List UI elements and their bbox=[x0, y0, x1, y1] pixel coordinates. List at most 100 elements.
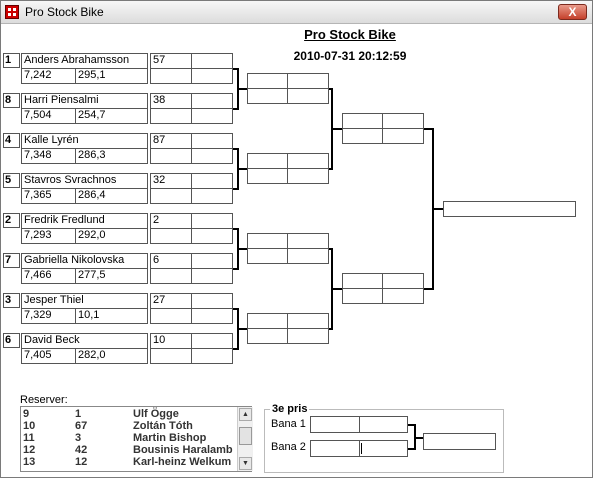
elapsed-time[interactable]: 7,365 bbox=[21, 188, 76, 204]
qf-cell[interactable] bbox=[247, 328, 288, 344]
reserve-name: Bousinis Haralamb bbox=[133, 444, 233, 456]
result-cell[interactable] bbox=[191, 253, 233, 269]
result-cell[interactable] bbox=[191, 173, 233, 189]
bracket-line bbox=[233, 148, 239, 150]
qf-cell[interactable] bbox=[287, 328, 329, 344]
qf-cell[interactable] bbox=[287, 248, 329, 264]
sf-cell[interactable] bbox=[382, 128, 424, 144]
top-speed[interactable]: 282,0 bbox=[75, 348, 148, 364]
sf-cell[interactable] bbox=[342, 288, 383, 304]
driver-name[interactable]: Jesper Thiel bbox=[21, 293, 148, 309]
sf-cell[interactable] bbox=[342, 273, 383, 289]
qf-cell[interactable] bbox=[247, 233, 288, 249]
bracket-line bbox=[408, 448, 416, 450]
sf-cell[interactable] bbox=[382, 273, 424, 289]
sf-cell[interactable] bbox=[382, 288, 424, 304]
car-number[interactable]: 6 bbox=[150, 253, 192, 269]
sf-cell[interactable] bbox=[342, 128, 383, 144]
top-speed[interactable]: 286,4 bbox=[75, 188, 148, 204]
result-cell[interactable] bbox=[191, 108, 233, 124]
result-cell[interactable] bbox=[191, 293, 233, 309]
result-cell[interactable] bbox=[150, 108, 192, 124]
qf-cell[interactable] bbox=[247, 313, 288, 329]
qf-cell[interactable] bbox=[247, 73, 288, 89]
qf-cell[interactable] bbox=[287, 153, 329, 169]
result-cell[interactable] bbox=[191, 188, 233, 204]
third-place-winner-cell[interactable] bbox=[423, 433, 496, 450]
driver-name[interactable]: Stavros Svrachnos bbox=[21, 173, 148, 189]
result-cell[interactable] bbox=[150, 308, 192, 324]
result-cell[interactable] bbox=[191, 148, 233, 164]
sf-cell[interactable] bbox=[382, 113, 424, 129]
scroll-thumb[interactable] bbox=[239, 427, 252, 445]
qf-cell[interactable] bbox=[247, 88, 288, 104]
elapsed-time[interactable]: 7,293 bbox=[21, 228, 76, 244]
scroll-down-icon[interactable]: ▼ bbox=[239, 457, 252, 470]
driver-name[interactable]: David Beck bbox=[21, 333, 148, 349]
qf-cell[interactable] bbox=[247, 248, 288, 264]
car-number[interactable]: 32 bbox=[150, 173, 192, 189]
top-speed[interactable]: 295,1 bbox=[75, 68, 148, 84]
elapsed-time[interactable]: 7,405 bbox=[21, 348, 76, 364]
qf-cell[interactable] bbox=[287, 233, 329, 249]
top-speed[interactable]: 10,1 bbox=[75, 308, 148, 324]
result-cell[interactable] bbox=[191, 53, 233, 69]
driver-name[interactable]: Anders Abrahamsson bbox=[21, 53, 148, 69]
result-cell[interactable] bbox=[150, 348, 192, 364]
driver-name[interactable]: Fredrik Fredlund bbox=[21, 213, 148, 229]
sf-cell[interactable] bbox=[342, 113, 383, 129]
top-speed[interactable]: 286,3 bbox=[75, 148, 148, 164]
final-winner-cell[interactable] bbox=[443, 201, 576, 217]
result-cell[interactable] bbox=[191, 308, 233, 324]
car-number[interactable]: 57 bbox=[150, 53, 192, 69]
close-button[interactable]: X bbox=[558, 4, 587, 20]
result-cell[interactable] bbox=[150, 268, 192, 284]
scroll-up-icon[interactable]: ▲ bbox=[239, 408, 252, 421]
elapsed-time[interactable]: 7,466 bbox=[21, 268, 76, 284]
car-number[interactable]: 27 bbox=[150, 293, 192, 309]
top-speed[interactable]: 292,0 bbox=[75, 228, 148, 244]
result-cell[interactable] bbox=[150, 228, 192, 244]
bracket-line bbox=[331, 128, 342, 130]
result-cell[interactable] bbox=[150, 148, 192, 164]
result-cell[interactable] bbox=[191, 68, 233, 84]
result-cell[interactable] bbox=[191, 93, 233, 109]
top-speed[interactable]: 254,7 bbox=[75, 108, 148, 124]
title-bar[interactable]: Pro Stock Bike X bbox=[1, 1, 592, 24]
qf-cell[interactable] bbox=[247, 153, 288, 169]
qf-cell[interactable] bbox=[287, 88, 329, 104]
elapsed-time[interactable]: 7,242 bbox=[21, 68, 76, 84]
result-cell[interactable] bbox=[191, 348, 233, 364]
top-speed[interactable]: 277,5 bbox=[75, 268, 148, 284]
result-cell[interactable] bbox=[191, 213, 233, 229]
driver-name[interactable]: Kalle Lyrén bbox=[21, 133, 148, 149]
car-number[interactable]: 38 bbox=[150, 93, 192, 109]
car-number[interactable]: 2 bbox=[150, 213, 192, 229]
third-lane2-cell[interactable] bbox=[359, 440, 408, 457]
car-number[interactable]: 10 bbox=[150, 333, 192, 349]
qf-cell[interactable] bbox=[247, 168, 288, 184]
result-cell[interactable] bbox=[191, 133, 233, 149]
qf-cell[interactable] bbox=[287, 73, 329, 89]
qf-cell[interactable] bbox=[287, 313, 329, 329]
result-cell[interactable] bbox=[150, 188, 192, 204]
result-cell[interactable] bbox=[191, 333, 233, 349]
car-number[interactable]: 87 bbox=[150, 133, 192, 149]
elapsed-time[interactable]: 7,348 bbox=[21, 148, 76, 164]
result-cell[interactable] bbox=[150, 68, 192, 84]
qf-cell[interactable] bbox=[287, 168, 329, 184]
result-cell[interactable] bbox=[191, 228, 233, 244]
elapsed-time[interactable]: 7,504 bbox=[21, 108, 76, 124]
elapsed-time[interactable]: 7,329 bbox=[21, 308, 76, 324]
reserves-scrollbar[interactable]: ▲ ▼ bbox=[237, 407, 253, 471]
third-lane1-cell[interactable] bbox=[359, 416, 408, 433]
result-cell[interactable] bbox=[191, 268, 233, 284]
driver-name[interactable]: Gabriella Nikolovska bbox=[21, 253, 148, 269]
driver-name[interactable]: Harri Piensalmi bbox=[21, 93, 148, 109]
